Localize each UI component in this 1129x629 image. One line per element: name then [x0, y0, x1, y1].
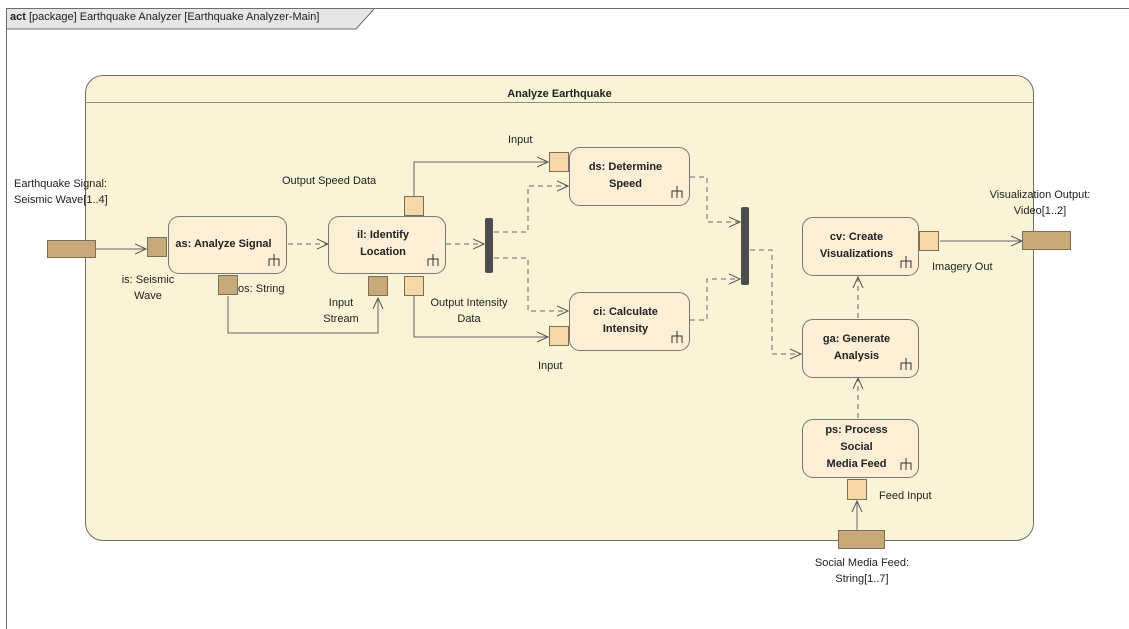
flow-output-speed-to-ds-input	[413, 162, 548, 196]
label-social-media-feed: Social Media Feed: String[1..7]	[814, 557, 910, 585]
rake-icon	[268, 254, 280, 266]
label-output-intensity-data: Output Intensity Data	[430, 297, 508, 325]
action-analyze-signal[interactable]: as: Analyze Signal	[168, 216, 287, 274]
rake-icon	[900, 358, 912, 370]
join-node[interactable]	[741, 207, 749, 285]
fork-node[interactable]	[485, 218, 493, 273]
label-feed-input: Feed Input	[879, 490, 932, 502]
flow-os-to-input-stream	[227, 296, 378, 334]
parameter-social-media-feed[interactable]	[838, 530, 885, 549]
control-ds-to-join	[690, 176, 740, 222]
label-os-string: os: String	[238, 283, 285, 295]
diagram-frame	[6, 8, 1129, 629]
label-input-stream: Input Stream	[323, 297, 359, 325]
label-visualization-output: Visualization Output: Video[1..2]	[989, 189, 1091, 217]
rake-icon	[900, 458, 912, 470]
label-output-speed-data: Output Speed Data	[282, 175, 377, 187]
label-input-top: Input	[508, 134, 533, 146]
pin-is-seismic-wave[interactable]	[147, 237, 167, 257]
frame-tab-outline	[6, 8, 375, 30]
rake-icon	[900, 256, 912, 268]
rake-icon	[671, 186, 683, 198]
action-process-social-media-feed-label: ps: Process Social Media Feed	[825, 424, 888, 470]
pin-feed-input[interactable]	[847, 479, 867, 500]
frame-title-text: [package] Earthquake Analyzer [Earthquak…	[28, 11, 320, 23]
frame-title: act [package] Earthquake Analyzer [Earth…	[10, 11, 319, 23]
pin-os-string[interactable]	[218, 275, 238, 295]
action-identify-location[interactable]: il: Identify Location	[328, 216, 446, 274]
action-determine-speed-label: ds: Determine Speed	[588, 160, 663, 190]
control-ci-to-join	[690, 279, 740, 321]
pin-output-intensity-data[interactable]	[404, 276, 424, 296]
pin-imagery-out[interactable]	[919, 231, 939, 251]
container-header-divider	[85, 75, 1034, 103]
action-create-visualizations-label: cv: Create Visualizations	[819, 230, 894, 260]
rake-icon	[671, 331, 683, 343]
action-identify-location-label: il: Identify Location	[357, 229, 409, 258]
pin-ci-input[interactable]	[549, 326, 569, 346]
action-create-visualizations[interactable]: cv: Create Visualizations	[802, 217, 919, 276]
rake-icon	[427, 254, 439, 266]
parameter-visualization-output[interactable]	[1022, 231, 1071, 250]
label-input-bottom: Input	[538, 360, 563, 372]
pin-ds-input[interactable]	[549, 152, 569, 172]
control-join-to-ga	[750, 249, 801, 354]
action-generate-analysis[interactable]: ga: Generate Analysis	[802, 319, 919, 378]
label-earthquake-signal: Earthquake Signal: Seismic Wave[1..4]	[14, 178, 108, 206]
action-determine-speed[interactable]: ds: Determine Speed	[569, 147, 690, 206]
label-is-seismic-wave: is: Seismic Wave	[121, 274, 175, 302]
action-calculate-intensity[interactable]: ci: Calculate Intensity	[569, 292, 690, 351]
parameter-earthquake-signal[interactable]	[47, 240, 96, 258]
action-analyze-signal-label: as: Analyze Signal	[175, 237, 272, 250]
control-fork-to-ds	[494, 186, 568, 233]
action-calculate-intensity-label: ci: Calculate Intensity	[593, 305, 658, 335]
pin-output-speed-data[interactable]	[404, 196, 424, 216]
label-imagery-out: Imagery Out	[932, 261, 993, 273]
frame-kind: act	[10, 11, 26, 23]
container-title: Analyze Earthquake	[507, 88, 612, 100]
frame-tab	[6, 8, 374, 29]
flow-output-intensity-to-ci-input	[413, 296, 548, 337]
action-generate-analysis-label: ga: Generate Analysis	[822, 332, 891, 362]
pin-input-stream[interactable]	[368, 276, 388, 296]
action-process-social-media-feed[interactable]: ps: Process Social Media Feed	[802, 419, 919, 478]
